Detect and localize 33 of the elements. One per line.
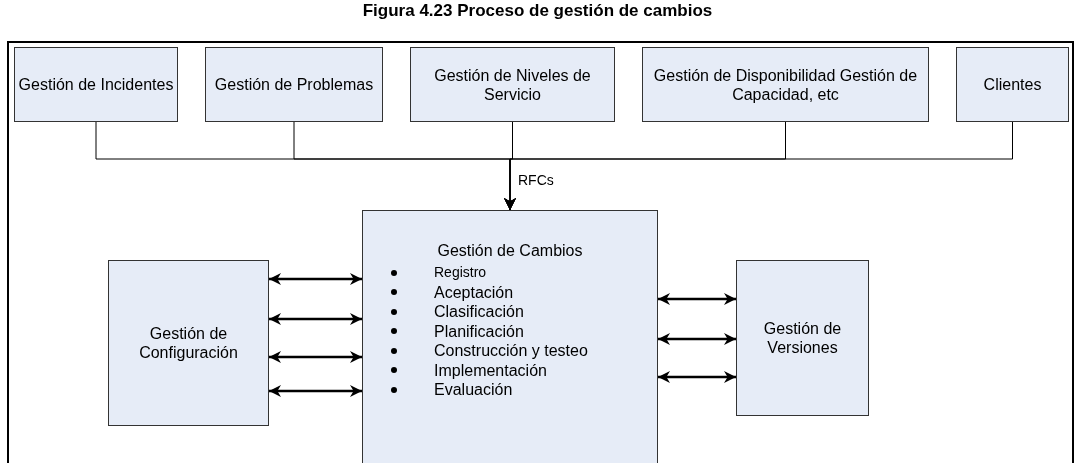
box-label: Clientes [983,75,1042,94]
process-box [108,260,269,426]
box-label: Gestión de Versiones [762,319,843,357]
edge-label: RFCs [516,172,556,188]
list-item: Construcción y testeo [434,341,588,361]
box-label: Gestión de Niveles de Servicio [433,65,592,104]
connector-arrow [504,121,1013,211]
double-arrow [269,351,362,363]
box-label: Gestión de Problemas [214,75,374,94]
double-arrow [658,371,736,383]
list-item: Registro [434,263,487,282]
box-label: Gestión de Configuración [138,324,239,362]
double-arrow [269,273,362,285]
double-arrow [269,313,362,325]
list-item: Planificación [434,321,524,341]
list-item: Implementación [434,360,547,380]
process-box [642,47,929,122]
box-label: Gestión de Disponibilidad Gestión de Capacidad, etc [652,65,919,104]
process-box [362,210,658,463]
process-box [956,47,1069,122]
box-label: Gestión de Incidentes [18,75,174,94]
process-box [14,47,178,122]
box-heading: Gestión de Cambios [437,241,583,260]
double-arrow [658,333,736,345]
process-box [736,260,869,416]
double-arrow [269,385,362,397]
process-box [410,47,615,122]
figure-title: Figura 4.23 Proceso de gestión de cambios [361,1,714,21]
process-box [205,47,383,122]
double-arrow [658,293,736,305]
list-item: Evaluación [434,380,513,400]
list-item: Clasificación [434,302,524,322]
list-item: Aceptación [434,282,514,302]
